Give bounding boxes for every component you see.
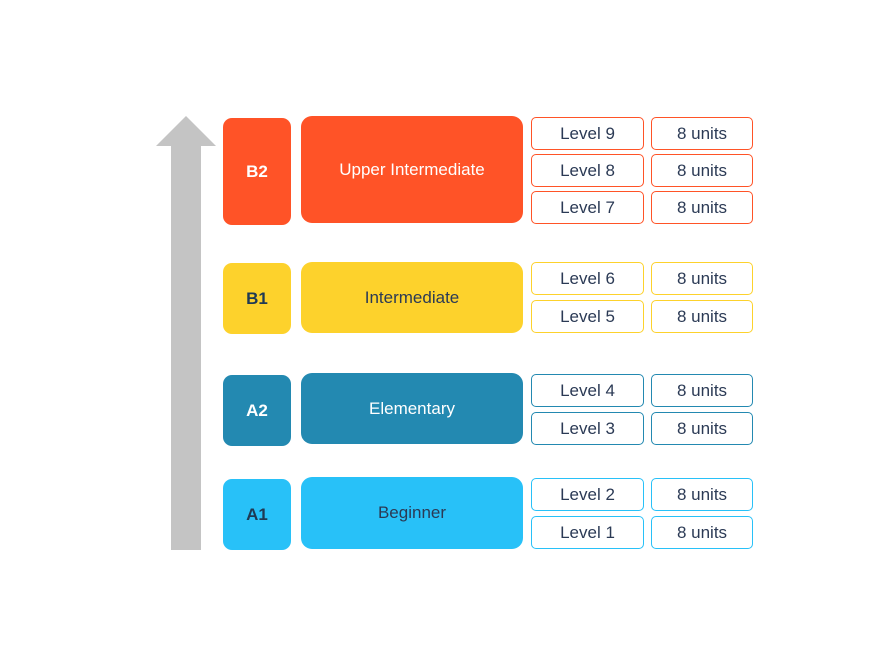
units-cell: 8 units [651, 300, 753, 333]
tier-name-b2: Upper Intermediate [301, 116, 523, 223]
tier-code-a2: A2 [223, 375, 291, 446]
units-cell: 8 units [651, 412, 753, 445]
units-cell: 8 units [651, 262, 753, 295]
units-cell: 8 units [651, 154, 753, 187]
tier-code-b1: B1 [223, 263, 291, 334]
level-cell: Level 3 [531, 412, 644, 445]
units-cell: 8 units [651, 374, 753, 407]
tier-code-b2: B2 [223, 118, 291, 225]
level-cell: Level 2 [531, 478, 644, 511]
level-cell: Level 8 [531, 154, 644, 187]
level-cell: Level 4 [531, 374, 644, 407]
units-cell: 8 units [651, 191, 753, 224]
tier-name-b1: Intermediate [301, 262, 523, 333]
progression-arrow-shaft [171, 144, 201, 550]
tier-name-a1: Beginner [301, 477, 523, 549]
tier-code-a1: A1 [223, 479, 291, 550]
level-cell: Level 7 [531, 191, 644, 224]
progression-arrow-head [156, 116, 216, 146]
units-cell: 8 units [651, 478, 753, 511]
tier-name-a2: Elementary [301, 373, 523, 444]
level-cell: Level 1 [531, 516, 644, 549]
level-cell: Level 9 [531, 117, 644, 150]
units-cell: 8 units [651, 516, 753, 549]
units-cell: 8 units [651, 117, 753, 150]
level-cell: Level 6 [531, 262, 644, 295]
level-cell: Level 5 [531, 300, 644, 333]
